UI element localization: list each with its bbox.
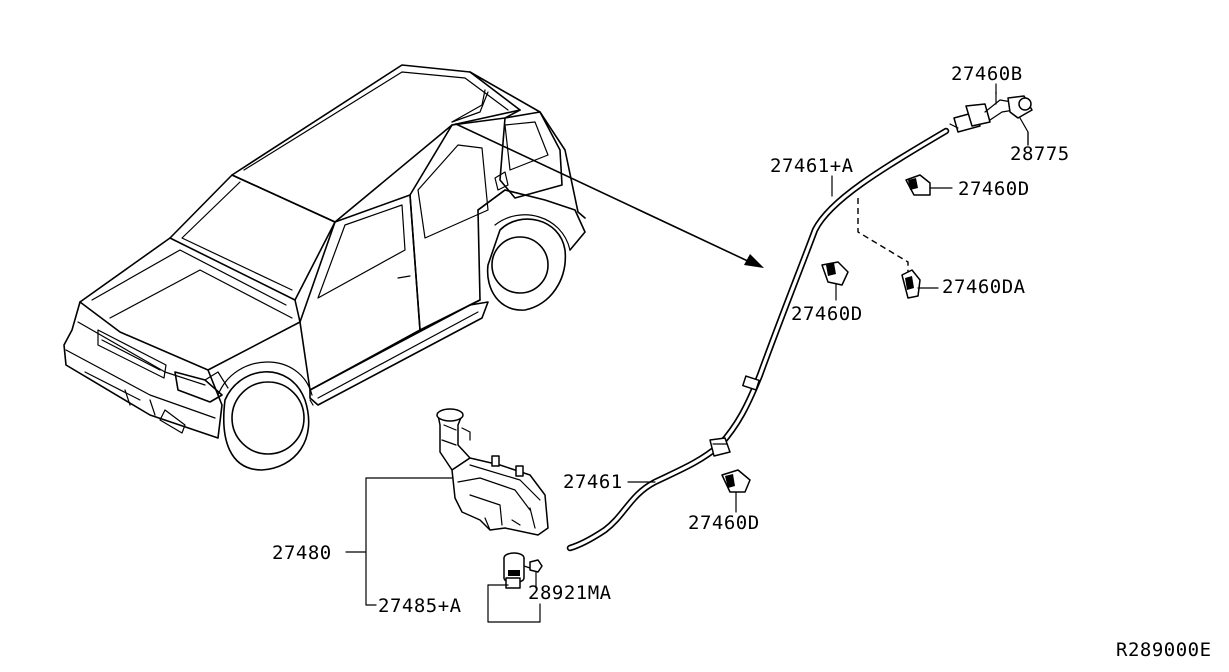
reference-code: R289000E (1116, 639, 1212, 661)
label-28775: 28775 (1010, 143, 1070, 165)
washer-pump-27485A (503, 552, 531, 589)
vehicle-illustration (63, 64, 586, 471)
nozzle-27460B (949, 91, 1033, 146)
part-labels: 27460B 28775 27461+A 27460D 27460DA 2746… (272, 63, 1212, 661)
clip-27460D-middle (821, 261, 849, 301)
label-27461A: 27461+A (770, 155, 854, 177)
washer-hose-27461A (716, 127, 950, 449)
clip-27460D-lower (721, 469, 751, 513)
label-27461: 27461 (563, 471, 623, 493)
washer-tank-27480 (436, 408, 549, 536)
label-27485A: 27485+A (378, 595, 462, 617)
location-arrow (455, 123, 764, 268)
leader-lines (345, 83, 1029, 623)
label-27480: 27480 (272, 542, 332, 564)
label-27460D-lower: 27460D (688, 512, 760, 534)
clip-27460D-upper (905, 174, 953, 196)
clip-27460DA (857, 198, 939, 299)
label-28921MA: 28921MA (528, 582, 612, 604)
label-27460D-middle: 27460D (791, 303, 863, 325)
label-27460DA: 27460DA (942, 276, 1026, 298)
label-27460D-upper: 27460D (958, 178, 1030, 200)
hose-joints (709, 375, 760, 457)
label-27460B: 27460B (951, 63, 1023, 85)
washer-hose-27461 (566, 441, 724, 552)
grommet-28921MA (529, 559, 543, 589)
